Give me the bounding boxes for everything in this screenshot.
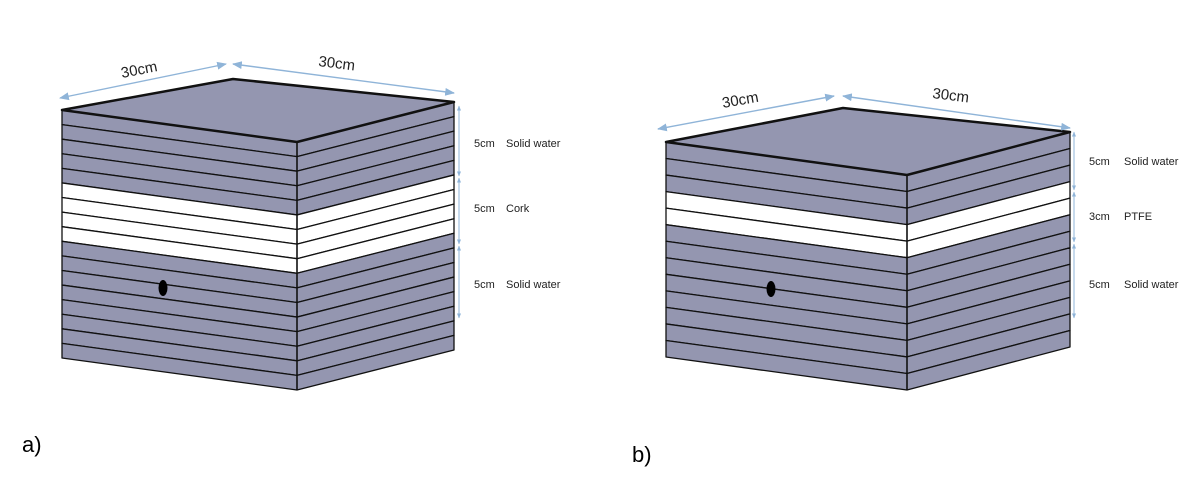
phantom-a-depth-label: 30cm	[318, 53, 356, 74]
phantom-a-layer-scale: 5cm Solid water 5cm Cork 5cm Solid water	[457, 105, 561, 319]
phantom-b: 30cm 30cm 5cm Solid water 3cm PTFE 5cm S…	[632, 85, 1179, 467]
layer-material-label: Solid water	[506, 279, 561, 291]
layer-thickness-label: 5cm	[1089, 156, 1110, 168]
phantom-a-dimension-arrows: 30cm 30cm	[59, 53, 455, 101]
phantom-a-width-arrow	[59, 61, 227, 101]
phantom-a-width-label: 30cm	[120, 58, 159, 82]
phantom-b-depth-arrow	[842, 93, 1071, 131]
phantom-b-detector-marker	[766, 281, 776, 297]
layer-material-label: Solid water	[1124, 156, 1179, 168]
phantom-b-body	[664, 106, 1072, 391]
phantom-a-depth-arrow	[232, 61, 455, 96]
layer-material-label: Cork	[506, 203, 530, 215]
phantom-a-body	[60, 77, 456, 391]
diagram-b-caption: b)	[632, 442, 652, 467]
phantom-b-depth-label: 30cm	[932, 85, 970, 106]
phantom-a-detector-marker	[158, 280, 168, 296]
layer-thickness-label: 5cm	[1089, 279, 1110, 291]
phantom-b-width-arrow	[657, 93, 835, 132]
layer-material-label: Solid water	[506, 138, 561, 150]
layer-thickness-label: 5cm	[474, 203, 495, 215]
layer-thickness-label: 3cm	[1089, 211, 1110, 223]
phantom-a: 30cm 30cm 5cm Solid water 5cm Cork 5cm S…	[22, 53, 561, 457]
diagram-a-caption: a)	[22, 432, 42, 457]
layer-material-label: Solid water	[1124, 279, 1179, 291]
phantom-b-layer-scale: 5cm Solid water 3cm PTFE 5cm Solid water	[1072, 131, 1179, 319]
layer-thickness-label: 5cm	[474, 279, 495, 291]
layer-thickness-label: 5cm	[474, 138, 495, 150]
layer-material-label: PTFE	[1124, 211, 1152, 223]
phantom-b-width-label: 30cm	[721, 89, 760, 112]
phantom-b-dimension-arrows: 30cm 30cm	[657, 85, 1071, 132]
